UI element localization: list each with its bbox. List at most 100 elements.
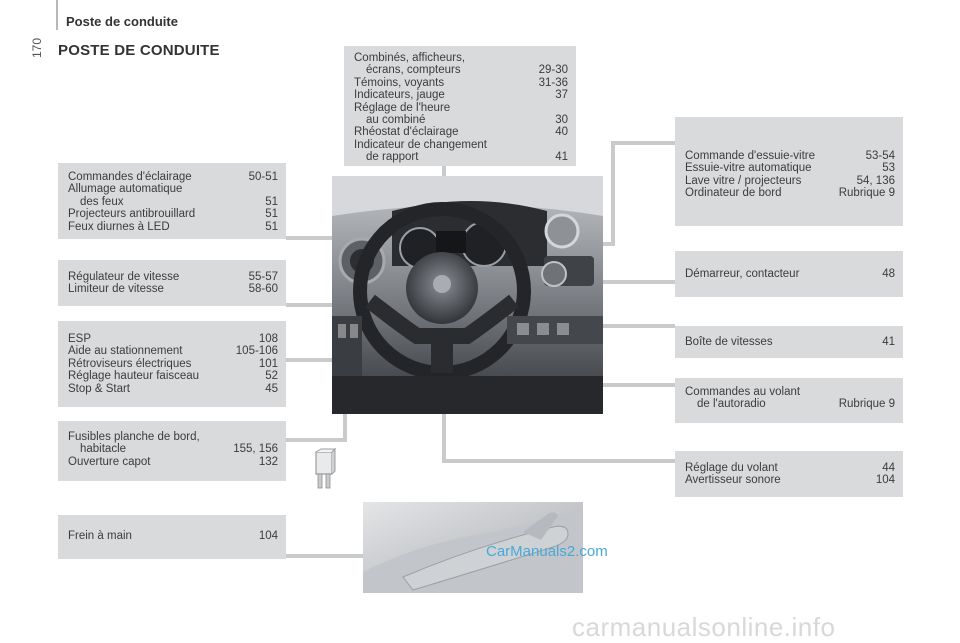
entry-page-ref: 50-51: [248, 171, 278, 183]
dashboard-photo: [332, 176, 603, 414]
entry-label: Combinés, afficheurs,: [354, 52, 466, 64]
entry-label: Lave vitre / projecteurs: [685, 174, 802, 187]
entry-row: de rapport 41: [354, 151, 568, 163]
box-demarreur: Démarreur, contacteur 48: [675, 251, 903, 297]
entry-row: Indicateur de changement: [354, 139, 568, 151]
entry-row: Commandes au volant: [685, 386, 895, 398]
entry-label: Réglage de l'heure: [354, 101, 451, 114]
entry-page-ref: 132: [258, 455, 278, 468]
entry-page-ref: Rubrique 9: [838, 187, 895, 200]
entry-row: Réglage hauteur faisceau 52: [68, 370, 278, 382]
entry-label: Témoins, voyants: [354, 76, 445, 89]
header-bar: [56, 0, 58, 30]
entry-page-ref: 104: [258, 530, 278, 542]
entry-label: Commande d'essuie-vitre: [685, 150, 816, 162]
box-fusibles: Fusibles planche de bord,habitacle 155, 1…: [58, 421, 286, 481]
section-title: Poste de conduite: [66, 14, 178, 29]
entry-label: Indicateur de changement: [354, 138, 487, 151]
entry-page-ref: 41: [882, 336, 895, 348]
entry-page-ref: 48: [882, 268, 895, 280]
entry-row: Limiteur de vitesse 58-60: [68, 283, 278, 295]
entry-label: Commandes au volant: [685, 386, 801, 398]
entry-page-ref: Rubrique 9: [838, 398, 895, 411]
entry-page-ref: [272, 183, 278, 195]
entry-page-ref: 37: [555, 89, 568, 102]
entry-label: Projecteurs antibrouillard: [68, 208, 196, 221]
watermark-carmanuals2: CarManuals2.com: [486, 543, 608, 560]
entry-page-ref: 108: [258, 333, 278, 345]
entry-label: Essuie-vitre automatique: [685, 162, 812, 175]
entry-row: Témoins, voyants 31-36: [354, 77, 568, 89]
entry-label: Stop & Start: [68, 382, 131, 395]
entry-row: Essuie-vitre automatique 53: [685, 162, 895, 174]
entry-row: Démarreur, contacteur 48: [685, 268, 895, 280]
entry-row: Indicateurs, jauge 37: [354, 89, 568, 101]
entry-label: Ouverture capot: [68, 455, 151, 468]
entry-row: Stop & Start 45: [68, 383, 278, 395]
entry-page-ref: [562, 139, 568, 151]
entry-page-ref: 51: [265, 220, 278, 233]
entry-label: Avertisseur sonore: [685, 474, 781, 487]
entry-label: Commandes d'éclairage: [68, 171, 192, 183]
entry-label: écrans, compteurs: [366, 64, 461, 77]
entry-page-ref: [562, 52, 568, 64]
entry-label: Indicateurs, jauge: [354, 89, 445, 102]
entry-page-ref: 52: [265, 370, 278, 383]
entry-page-ref: 40: [555, 126, 568, 139]
entry-row: Rhéostat d'éclairage 40: [354, 126, 568, 138]
entry-row: Commandes d'éclairage 50-51: [68, 171, 278, 183]
entry-row: Frein à main 104: [68, 530, 278, 542]
entry-label: de rapport: [366, 151, 419, 164]
entry-label: ESP: [68, 333, 92, 345]
entry-page-ref: 155, 156: [233, 443, 278, 456]
entry-page-ref: 45: [265, 382, 278, 395]
entry-row: Allumage automatique: [68, 183, 278, 195]
entry-page-ref: 53-54: [865, 150, 895, 162]
entry-row: ESP 108: [68, 333, 278, 345]
entry-row: de l'autoradio Rubrique 9: [685, 398, 895, 410]
entry-page-ref: 105-106: [235, 345, 278, 358]
entry-label: de l'autoradio: [697, 398, 766, 411]
entry-page-ref: 104: [875, 474, 895, 487]
entry-page-ref: 29-30: [538, 64, 568, 77]
entry-page-ref: [562, 102, 568, 114]
entry-page-ref: 58-60: [248, 283, 278, 296]
entry-label: Frein à main: [68, 530, 132, 542]
entry-row: Réglage de l'heure: [354, 102, 568, 114]
page-number: 170: [30, 37, 44, 58]
entry-page-ref: 44: [882, 462, 895, 474]
entry-label: Rhéostat d'éclairage: [354, 126, 459, 139]
entry-label: Fusibles planche de bord,: [68, 431, 200, 443]
entry-row: Régulateur de vitesse 55-57: [68, 271, 278, 283]
entry-page-ref: 55-57: [248, 271, 278, 283]
page-title: POSTE DE CONDUITE: [58, 42, 220, 59]
entry-label: Démarreur, contacteur: [685, 268, 800, 280]
entry-page-ref: 53: [882, 162, 895, 175]
entry-row: Réglage du volant 44: [685, 462, 895, 474]
entry-row: Combinés, afficheurs,: [354, 52, 568, 64]
entry-label: Feux diurnes à LED: [68, 220, 170, 233]
entry-page-ref: 30: [555, 114, 568, 127]
entry-page-ref: 51: [265, 195, 278, 208]
entry-page-ref: 41: [555, 151, 568, 164]
entry-page-ref: [272, 431, 278, 443]
entry-label: Allumage automatique: [68, 183, 183, 196]
entry-row: écrans, compteurs 29-30: [354, 64, 568, 76]
entry-page-ref: 31-36: [538, 76, 568, 89]
entry-label: habitacle: [80, 443, 127, 456]
entry-label: Régulateur de vitesse: [68, 271, 180, 283]
entry-label: Limiteur de vitesse: [68, 283, 164, 296]
entry-label: Réglage du volant: [685, 462, 778, 474]
entry-label: Réglage hauteur faisceau: [68, 370, 200, 383]
entry-label: Rétroviseurs électriques: [68, 357, 192, 370]
